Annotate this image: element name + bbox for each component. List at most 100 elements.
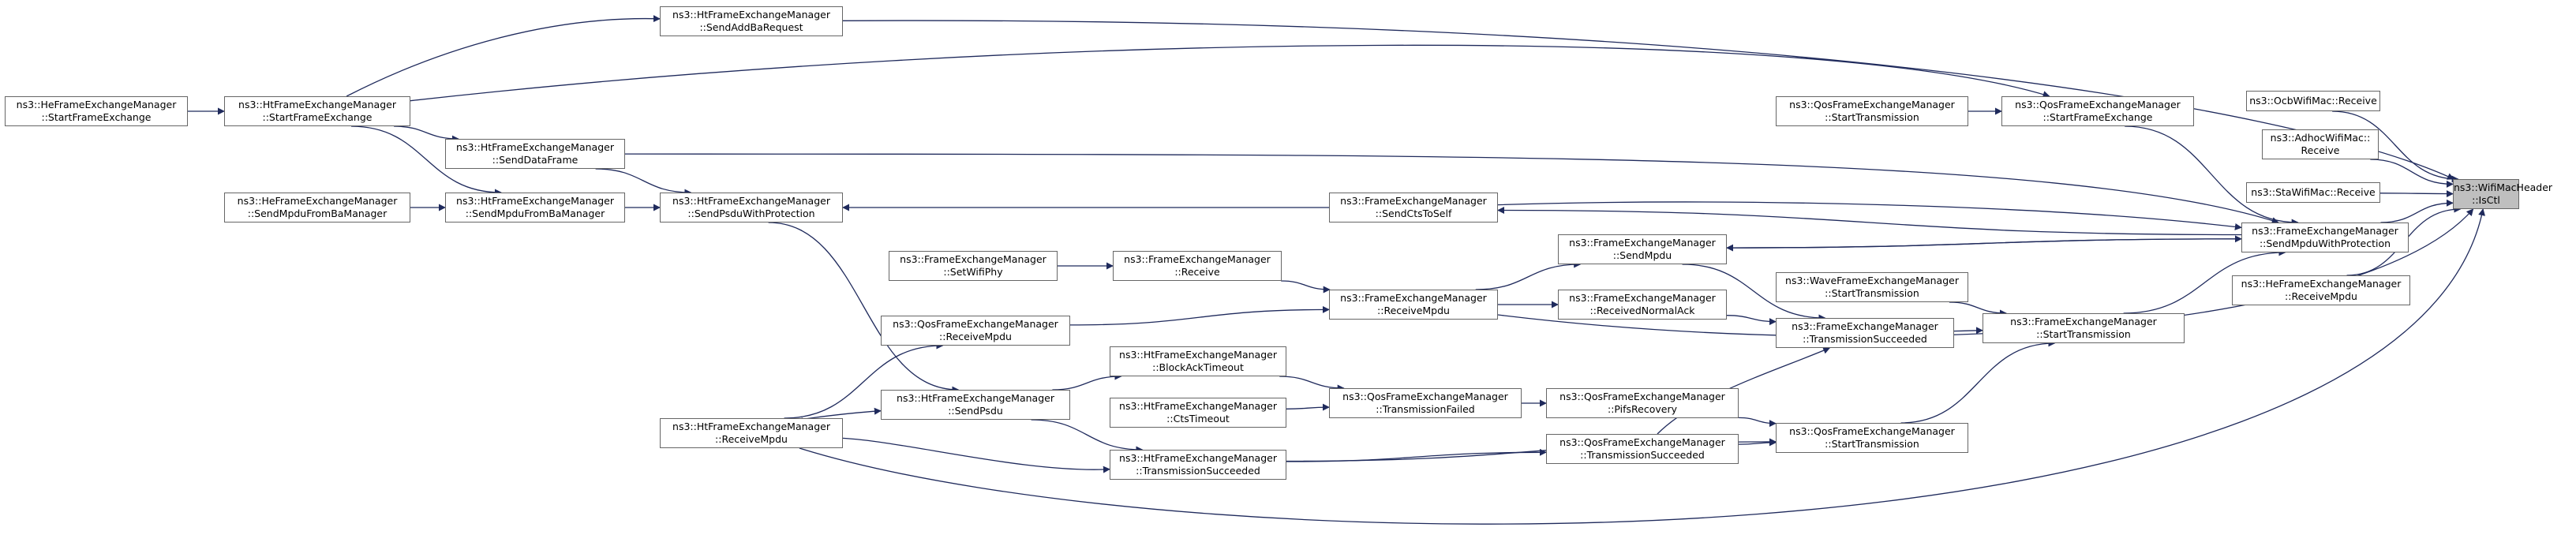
node-label-line: ns3::HtFrameExchangeManager — [672, 9, 830, 21]
node-label-line: ::SendAddBaRequest — [699, 21, 803, 33]
node-fem-setwifiphy[interactable]: ns3::FrameExchangeManager::SetWifiPhy — [889, 251, 1058, 281]
edge-ht_senddataframe-to-ht_sendpsduwithprot — [595, 168, 692, 196]
node-label-line: ns3::FrameExchangeManager — [1792, 320, 1938, 332]
node-label-line: ns3::HtFrameExchangeManager — [1119, 400, 1277, 412]
node-label-line: ::SendMpduFromBaManager — [247, 208, 388, 219]
node-label-line: ::SendMpduWithProtection — [2259, 237, 2391, 249]
node-isctl: ns3::WifiMacHeader::IsCtl — [2453, 179, 2553, 209]
node-fem-sendmpduwithprot[interactable]: ns3::FrameExchangeManager::SendMpduWithP… — [2241, 223, 2409, 252]
node-label-line: ns3::HeFrameExchangeManager — [2241, 278, 2402, 290]
node-qos-pifsrecovery[interactable]: ns3::QosFrameExchangeManager::PifsRecove… — [1546, 388, 1739, 418]
node-label-line: ns3::WifiMacHeader — [2454, 181, 2553, 193]
node-label-line: ::StartFrameExchange — [41, 111, 152, 123]
node-label-line: ::SendMpdu — [1612, 249, 1672, 261]
node-label-line: ::TransmissionSucceeded — [1580, 449, 1705, 461]
edge-ht_blockacktimeout-to-qos_transmissionfailed — [1279, 376, 1345, 392]
node-label-line: ::StartTransmission — [2036, 328, 2131, 340]
node-label-line: ::BlockAckTimeout — [1152, 361, 1244, 373]
edge-ht_senddataframe-to-fem_sendmpduwithprot — [624, 153, 2279, 224]
node-label-line: ns3::QosFrameExchangeManager — [1559, 391, 1725, 402]
node-ht-sendaddbarequest[interactable]: ns3::HtFrameExchangeManager::SendAddBaRe… — [660, 6, 843, 36]
node-ht-sendpsduwithprot[interactable]: ns3::HtFrameExchangeManager::SendPsduWit… — [660, 193, 843, 223]
node-ht-startframeexchange[interactable]: ns3::HtFrameExchangeManager::StartFrameE… — [224, 96, 410, 126]
edge-ht_startframeexchange-to-ht_senddataframe — [394, 125, 459, 143]
edge-ocb_receive-to-isctl — [2332, 110, 2459, 183]
node-ht-receivempdu[interactable]: ns3::HtFrameExchangeManager::ReceiveMpdu — [660, 418, 843, 448]
node-label-line: Receive — [2301, 144, 2340, 156]
node-label-line: ::SetWifiPhy — [943, 266, 1003, 278]
node-label-line: ::CtsTimeout — [1166, 413, 1230, 424]
node-label-line: ::SendDataFrame — [492, 154, 578, 166]
edge-fem_starttransmission-to-fem_sendmpduwithprot — [2123, 249, 2286, 314]
node-label-line: ns3::FrameExchangeManager — [1340, 292, 1487, 304]
node-label-line: ::TransmissionSucceeded — [1803, 333, 1927, 345]
node-he-sendmpdufromba[interactable]: ns3::HeFrameExchangeManager::SendMpduFro… — [224, 193, 410, 223]
node-label-line: ::PifsRecovery — [1607, 403, 1678, 415]
node-ht-transmissionsucceeded[interactable]: ns3::HtFrameExchangeManager::Transmissio… — [1110, 450, 1286, 480]
edge-ht_transmissionsucceeded-to-qos_transmissionsucceeded — [1286, 448, 1547, 462]
node-label-line: ::Receive — [1174, 266, 1220, 278]
node-adhoc-receive[interactable]: ns3::AdhocWifiMac::Receive — [2262, 129, 2379, 159]
edge-ht_startframeexchange-to-qos_startframeexchange — [410, 44, 2050, 102]
node-label-line: ::StartTransmission — [1825, 438, 1919, 450]
node-ht-senddataframe[interactable]: ns3::HtFrameExchangeManager::SendDataFra… — [445, 139, 625, 169]
node-label-line: ns3::QosFrameExchangeManager — [1789, 99, 1955, 110]
node-label-line: ::ReceiveMpdu — [2285, 290, 2357, 302]
node-label-line: ns3::FrameExchangeManager — [1569, 292, 1716, 304]
edge-adhoc_receive-to-isctl — [2370, 159, 2454, 188]
node-label-line: ns3::HtFrameExchangeManager — [672, 195, 830, 207]
node-label-line: ::ReceiveMpdu — [1377, 305, 1450, 316]
edge-fem_receivempdu-to-fem_sendmpdu — [1475, 260, 1582, 290]
node-label-line: ns3::OcbWifiMac::Receive — [2249, 95, 2377, 107]
edge-ht_sendpsduwithprot-to-ht_sendpsdu — [768, 222, 960, 394]
node-fem-transmissionsucceeded[interactable]: ns3::FrameExchangeManager::TransmissionS… — [1776, 318, 1954, 348]
node-ht-sendmpdufromba[interactable]: ns3::HtFrameExchangeManager::SendMpduFro… — [445, 193, 625, 223]
node-label-line: ns3::QosFrameExchangeManager — [1789, 425, 1955, 437]
node-qos-transmissionfailed[interactable]: ns3::QosFrameExchangeManager::Transmissi… — [1329, 388, 1522, 418]
node-label-line: ns3::HeFrameExchangeManager — [237, 195, 398, 207]
node-ocb-receive[interactable]: ns3::OcbWifiMac::Receive — [2246, 91, 2380, 111]
node-he-receivempdu-r[interactable]: ns3::HeFrameExchangeManager::ReceiveMpdu — [2232, 275, 2410, 305]
node-label-line: ns3::FrameExchangeManager — [1124, 253, 1271, 265]
node-ht-sendpsdu[interactable]: ns3::HtFrameExchangeManager::SendPsdu — [881, 390, 1070, 420]
node-fem-receivednormalack[interactable]: ns3::FrameExchangeManager::ReceivedNorma… — [1558, 290, 1727, 320]
node-qos-receivempdu[interactable]: ns3::QosFrameExchangeManager::ReceiveMpd… — [881, 316, 1070, 346]
node-label-line: ns3::FrameExchangeManager — [1569, 237, 1716, 249]
node-label-line: ns3::HtFrameExchangeManager — [1119, 349, 1277, 361]
node-qos-starttransmission-top[interactable]: ns3::QosFrameExchangeManager::StartTrans… — [1776, 96, 1968, 126]
node-fem-starttransmission[interactable]: ns3::FrameExchangeManager::StartTransmis… — [1983, 313, 2185, 343]
node-qos-transmissionsucceeded[interactable]: ns3::QosFrameExchangeManager::Transmissi… — [1546, 434, 1739, 464]
node-ht-ctstimeout[interactable]: ns3::HtFrameExchangeManager::CtsTimeout — [1110, 398, 1286, 428]
edge-wave_starttransmission-to-fem_starttransmission — [1949, 301, 2007, 317]
edge-sta_receive-to-isctl — [2379, 190, 2454, 198]
node-qos-startframeexchange[interactable]: ns3::QosFrameExchangeManager::StartFrame… — [2001, 96, 2194, 126]
node-he-startframeexchange[interactable]: ns3::HeFrameExchangeManager::StartFrameE… — [5, 96, 188, 126]
node-label-line: ns3::QosFrameExchangeManager — [893, 318, 1058, 330]
node-label-line: ns3::FrameExchangeManager — [2252, 225, 2398, 237]
edge-ht_receivempdu-to-isctl — [799, 208, 2485, 525]
node-label-line: ::StartFrameExchange — [2042, 111, 2153, 123]
node-fem-sendmpdu[interactable]: ns3::FrameExchangeManager::SendMpdu — [1558, 234, 1727, 264]
node-ht-blockacktimeout[interactable]: ns3::HtFrameExchangeManager::BlockAckTim… — [1110, 346, 1286, 376]
node-label-line: ns3::FrameExchangeManager — [1340, 195, 1487, 207]
node-label-line: ::SendCtsToSelf — [1375, 208, 1452, 219]
node-label-line: ::TransmissionFailed — [1376, 403, 1475, 415]
node-label-line: ns3::QosFrameExchangeManager — [1342, 391, 1508, 402]
node-sta-receive[interactable]: ns3::StaWifiMac::Receive — [2246, 182, 2380, 203]
node-fem-sendctstoself[interactable]: ns3::FrameExchangeManager::SendCtsToSelf — [1329, 193, 1498, 223]
edge-fem_receivednormalack-to-fem_transmissionsucceeded — [1726, 315, 1777, 326]
node-qos-starttransmission-bot[interactable]: ns3::QosFrameExchangeManager::StartTrans… — [1776, 423, 1968, 453]
node-fem-receive[interactable]: ns3::FrameExchangeManager::Receive — [1113, 251, 1282, 281]
node-label-line: ::SendMpduFromBaManager — [465, 208, 605, 219]
node-label-line: ns3::WaveFrameExchangeManager — [1785, 275, 1959, 286]
edge-ht_receivempdu-to-ht_transmissionsucceeded — [842, 437, 1110, 473]
edge-fem_sendmpduwithprot-to-fem_sendctstoself — [1497, 207, 2242, 236]
node-label-line: ns3::StaWifiMac::Receive — [2251, 186, 2376, 198]
edge-ht_sendpsdu-to-ht_transmissionsucceeded — [1031, 419, 1144, 454]
node-fem-receivempdu[interactable]: ns3::FrameExchangeManager::ReceiveMpdu — [1329, 290, 1498, 320]
node-wave-starttransmission[interactable]: ns3::WaveFrameExchangeManager::StartTran… — [1776, 272, 1968, 302]
node-label-line: ns3::QosFrameExchangeManager — [2015, 99, 2181, 110]
node-label-line: ::ReceivedNormalAck — [1589, 305, 1695, 316]
edge-qos_pifsrecovery-to-qos_starttransmission_bot — [1738, 417, 1777, 428]
